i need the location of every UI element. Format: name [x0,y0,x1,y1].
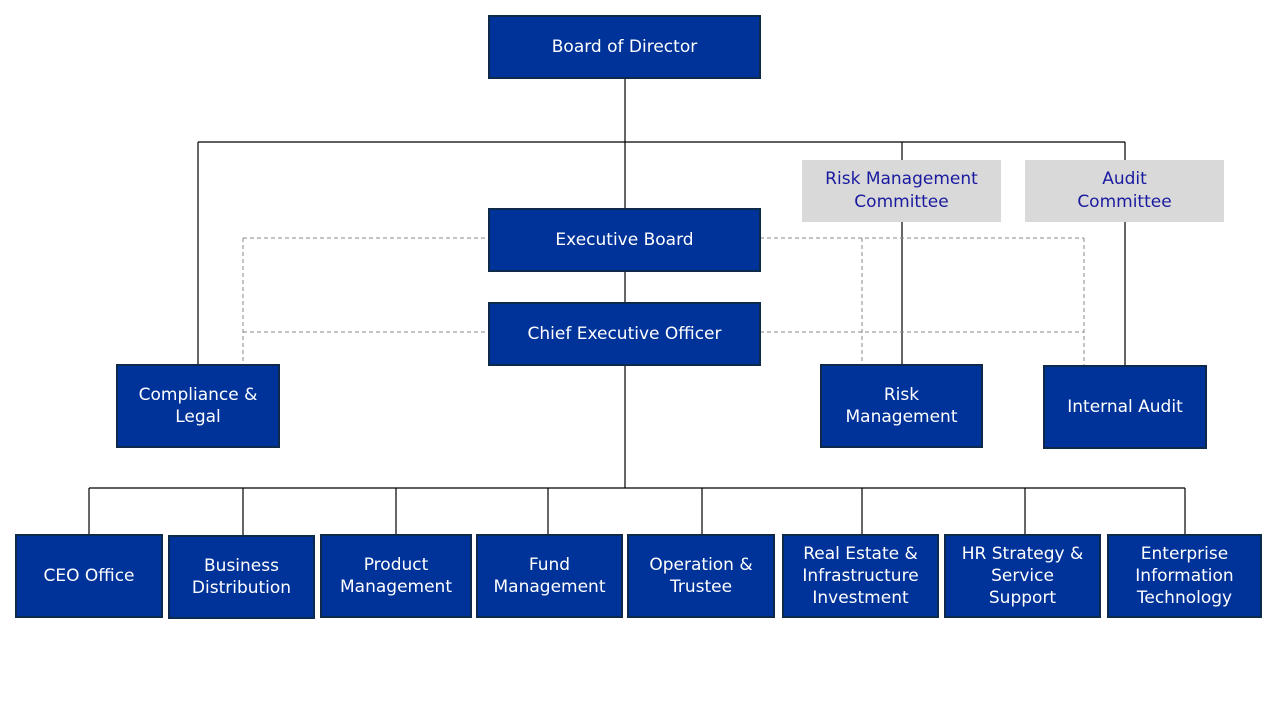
department-box: CEO Office [15,534,163,618]
audit-committee-box: Audit Committee [1025,160,1224,222]
department-box: Product Management [320,534,472,618]
ceo-box: Chief Executive Officer [488,302,761,366]
department-box: Real Estate & Infrastructure Investment [782,534,939,618]
internal-audit-box: Internal Audit [1043,365,1207,449]
risk-management-box: Risk Management [820,364,983,448]
risk-management-committee-box: Risk Management Committee [802,160,1001,222]
department-box: Operation & Trustee [627,534,775,618]
board-of-director-box: Board of Director [488,15,761,79]
executive-board-box: Executive Board [488,208,761,272]
department-box: Enterprise Information Technology [1107,534,1262,618]
department-box: Business Distribution [168,535,315,619]
department-box: Fund Management [476,534,623,618]
department-box: HR Strategy & Service Support [944,534,1101,618]
compliance-legal-box: Compliance & Legal [116,364,280,448]
